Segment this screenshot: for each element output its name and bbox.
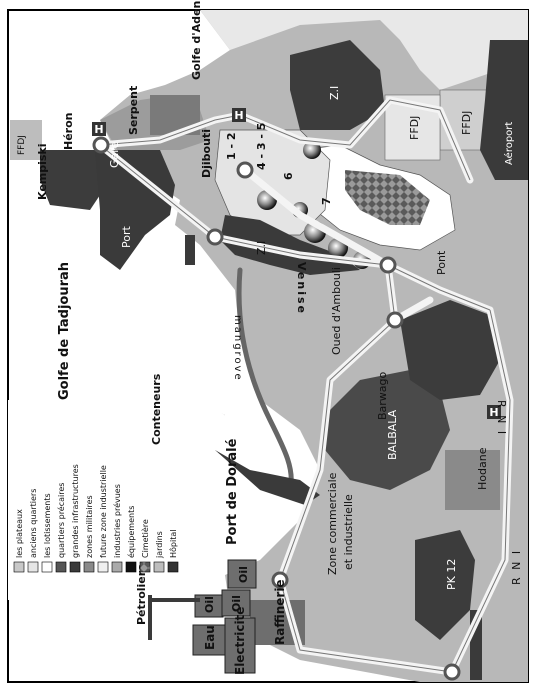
legend-label: les lotissements (43, 493, 52, 558)
legend-swatch (55, 561, 67, 573)
label-heron: Héron (62, 113, 75, 150)
kempiski-zone (40, 150, 110, 210)
label-conteneurs: Conteneurs (150, 373, 163, 445)
label-ffdj-right: FFDJ (460, 111, 473, 135)
hospital-markers: H H H (92, 108, 501, 419)
label-rn1-right: R N I (495, 400, 508, 436)
barwago-zone (400, 300, 500, 400)
label-ffdj-mid: FFDJ (408, 116, 421, 140)
legend-label: anciens quartiers (29, 489, 38, 558)
aden-coast-light (200, 10, 528, 90)
legend-label: grandes infrastructures (71, 464, 80, 558)
zi-upper-zone (290, 40, 385, 130)
label-zi-lower: Z.I (255, 241, 268, 255)
label-port: Port (120, 226, 133, 248)
dorale-sea (8, 400, 260, 600)
legend-swatch (27, 561, 39, 573)
label-zi-upper: Z.I (328, 86, 341, 100)
label-hodane: Hodane (476, 447, 489, 490)
label-zone-comm-2: et industrielle (342, 494, 355, 570)
label-oil-3: Oil (230, 595, 243, 612)
legend-swatch (69, 561, 81, 573)
label-balbala: BALBALA (386, 409, 399, 460)
eau-box (192, 624, 228, 656)
label-electricite: Electricité (233, 607, 247, 675)
label-venise: Venise (295, 262, 308, 315)
label-mangrove: mangrove (232, 315, 243, 382)
legend-swatch (97, 561, 109, 573)
legend-label: quartiers précaires (56, 483, 66, 558)
mangrove-coast (236, 267, 294, 493)
legend-label: zones militaires (85, 495, 94, 558)
electricite-box (224, 617, 256, 674)
legend-swatch (167, 561, 179, 573)
label-oued: Oued d'Ambouli (330, 267, 343, 355)
hodane-zone (445, 450, 500, 510)
label-petroliers: Pétroliers (135, 564, 148, 625)
legend-label: équipements (126, 506, 136, 558)
label-raffinerie: Raffinerie (273, 579, 287, 645)
port-zone (95, 150, 175, 270)
legend-swatch (13, 561, 25, 573)
hospital-icon-1: H (94, 123, 103, 136)
label-rn1-bottom: R N I (510, 549, 523, 585)
label-gare: Gare (108, 141, 121, 168)
hospital-icon-2: H (234, 109, 243, 122)
roundabouts (92, 136, 461, 681)
label-aeroport: Aéroport (503, 122, 515, 165)
port-jetty (185, 235, 195, 265)
label-golfe-tadjourah: Golfe de Tadjourah (57, 262, 72, 400)
legend-swatch (125, 561, 137, 573)
label-kempiski: Kempiski (36, 143, 49, 200)
oil-box-1 (227, 559, 257, 589)
balbala-zone (325, 370, 450, 490)
legend-swatch (139, 561, 151, 573)
label-oil-2: Oil (203, 596, 216, 613)
legend-label: les plateaux (15, 509, 24, 558)
label-q7: 7 (320, 197, 333, 205)
legend-label: industries prévues (112, 484, 122, 558)
label-pont: Pont (435, 250, 448, 275)
label-eau: Eau (203, 625, 217, 650)
label-ffdj-left: FFDJ (17, 135, 27, 155)
legend-label: Hôpital (168, 530, 178, 558)
label-pk12: PK 12 (445, 559, 458, 590)
oil-box-3 (221, 589, 251, 617)
label-barwago: Barwago (376, 371, 389, 420)
label-q6: 6 (282, 172, 295, 180)
label-zone-comm-1: Zone commerciale (326, 472, 339, 575)
legend-swatch (111, 561, 123, 573)
legend-swatch (83, 561, 95, 573)
legend-swatch (41, 561, 53, 573)
label-serpent: Serpent (127, 86, 140, 135)
petroliers-jetty (148, 595, 200, 640)
pk12-zone (415, 530, 475, 640)
label-q345: 4 - 3 - 5 (255, 123, 268, 170)
map-legend: les plateaux anciens quartiers les lotisse… (13, 464, 179, 573)
airport-zone (480, 40, 528, 180)
legend-label: future zone industrielle (99, 465, 108, 558)
cemetery-zone (345, 170, 430, 225)
label-golfe-aden: Golfe d'Aden (190, 1, 203, 80)
ffdj-left-zone (10, 120, 42, 160)
legend-label: Cimetière (140, 519, 150, 558)
label-djibouti: Djibouti (200, 129, 213, 178)
label-oil-1: Oil (237, 566, 250, 583)
hospital-icon-3: H (489, 406, 498, 419)
label-q12: 1 - 2 (225, 132, 238, 160)
label-port-dorale: Port de Doralé (225, 438, 240, 545)
legend-label: jardins (155, 531, 164, 559)
legend-swatch (153, 561, 165, 573)
